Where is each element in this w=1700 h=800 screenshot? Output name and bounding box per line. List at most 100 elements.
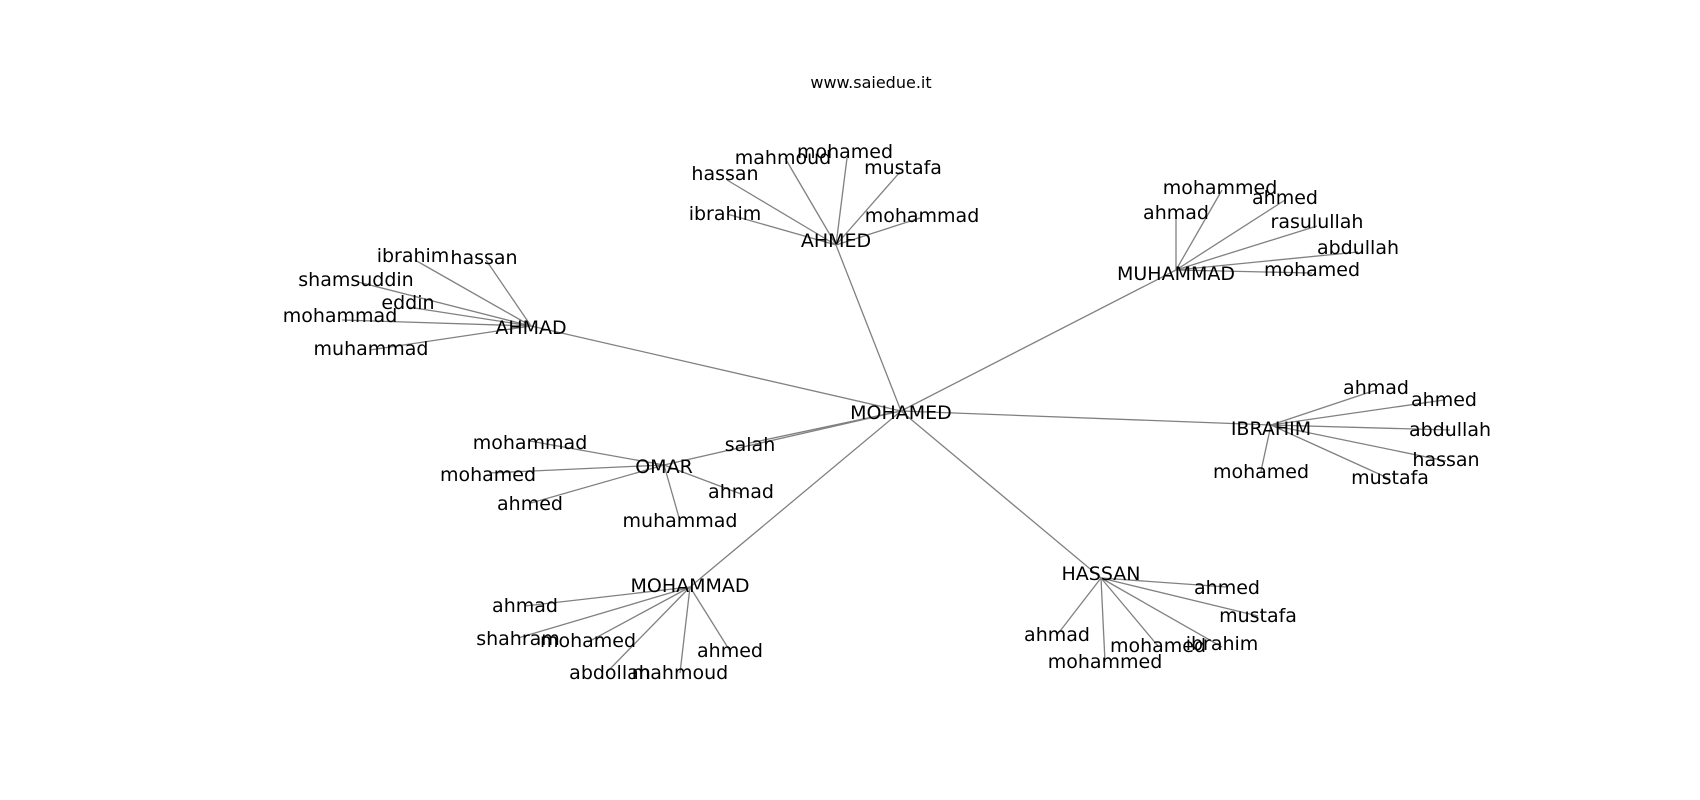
group-node-label: HASSAN (1062, 563, 1141, 585)
edge-g6-leaf (679, 586, 691, 674)
leaf-node-label: ahmed (697, 640, 763, 662)
leaf-node-label: ahmad (708, 481, 774, 503)
edge-g6-leaf (524, 586, 691, 607)
leaf-node-label: mohamed (1264, 259, 1360, 281)
edge-g6-leaf (517, 586, 691, 639)
leaf-node-label: hassan (691, 163, 758, 185)
edge-g2-leaf (1175, 225, 1318, 271)
edge-g6-leaf (587, 586, 691, 643)
leaf-node-label: abdullah (1317, 237, 1399, 259)
edge-g1-leaf (784, 157, 837, 246)
edge-root-g7 (900, 410, 1102, 579)
leaf-node-label: muhammad (314, 338, 429, 360)
edge-g4-leaf (1270, 389, 1377, 426)
edge-g3-leaf (407, 306, 532, 327)
edge-g7-leaf (1056, 577, 1102, 636)
edge-g6-leaf (605, 586, 691, 674)
edge-g4-leaf (1270, 424, 1447, 462)
group-node-label: MOHAMMAD (630, 575, 749, 597)
leaf-node-label: hassan (1412, 449, 1479, 471)
leaf-node-label: ahmed (1411, 389, 1477, 411)
leaf-node-label: ahmed (1194, 577, 1260, 599)
root-node-label: MOHAMED (850, 402, 952, 424)
edge-root-g2 (900, 269, 1177, 412)
leaf-node-label: ibrahim (377, 245, 450, 267)
group-node-label: AHMAD (495, 317, 566, 339)
edge-g5-leaf (529, 440, 665, 466)
leaf-node-label: mustafa (1351, 467, 1429, 489)
leaf-node-label: ahmed (497, 493, 563, 515)
leaf-node-label: mohammed (1048, 651, 1163, 673)
leaf-node-label: ahmad (1143, 202, 1209, 224)
edge-g7-leaf (1100, 577, 1223, 648)
edge-g2-leaf (1175, 199, 1286, 271)
edge-root-g5 (663, 410, 902, 466)
group-node-label: MUHAMMAD (1117, 263, 1235, 285)
group-node-label: OMAR (635, 456, 693, 478)
leaf-node-label: mohammad (283, 305, 398, 327)
leaf-node-label: mahmoud (632, 662, 728, 684)
leaf-node-label: mohamed (440, 464, 536, 486)
leaf-node-label: ahmad (1024, 624, 1090, 646)
leaf-node-label: mohammed (1163, 177, 1278, 199)
leaf-node-label: mohamed (540, 630, 636, 652)
leaf-node-label: ahmed (1252, 187, 1318, 209)
edge-g5-leaf (663, 464, 681, 522)
leaf-node-label: mohammad (865, 205, 980, 227)
leaf-node-label: mahmoud (735, 147, 831, 169)
leaf-node-label: ahmad (492, 595, 558, 617)
edge-g1-leaf (835, 157, 848, 246)
edge-g3-leaf (369, 325, 532, 351)
leaf-node-label: abdullah (1409, 419, 1491, 441)
edge-g4-leaf (1270, 424, 1391, 480)
edge-g2-leaf (1175, 269, 1313, 274)
leaf-node-label: eddin (381, 292, 434, 314)
edge-g5-leaf (530, 464, 665, 504)
edge-g5-leaf (663, 464, 742, 495)
leaf-node-label: mohamed (1213, 461, 1309, 483)
leaf-node-label: mohamed (797, 141, 893, 163)
edge-layer (341, 157, 1451, 674)
edge-g1-leaf (726, 179, 837, 246)
edge-g1-leaf (726, 213, 837, 246)
edge-g3-leaf (414, 259, 532, 327)
edge-g5-leaf (488, 464, 665, 474)
edge-root-g6 (689, 410, 902, 588)
leaf-node-label: shamsuddin (298, 269, 413, 291)
leaf-node-label: mohamed (1110, 635, 1206, 657)
leaf-node-label: rasulullah (1271, 211, 1364, 233)
edge-root-g3 (530, 325, 902, 412)
group-node-label: IBRAHIM (1231, 418, 1311, 440)
edge-g4-leaf (1270, 424, 1451, 431)
edge-g7-leaf (1100, 577, 1159, 647)
leaf-node-label: abdollah (569, 662, 651, 684)
leaf-node-label: salah (725, 434, 776, 456)
edge-g6-leaf (689, 586, 731, 652)
leaf-node-label: shahram (476, 628, 560, 650)
leaf-node-label: muhammad (623, 510, 738, 532)
leaf-node-label: ahmad (1343, 377, 1409, 399)
edge-g2-leaf (1175, 251, 1359, 271)
edge-g2-leaf (1175, 189, 1223, 271)
edge-g7-leaf (1100, 577, 1228, 588)
group-node-label: AHMED (801, 230, 871, 252)
edge-root-g1 (835, 244, 902, 412)
edge-g1-leaf (835, 171, 901, 246)
leaf-node-label: mohammad (473, 432, 588, 454)
edge-g7-leaf (1100, 577, 1106, 663)
edge-g1-leaf (835, 217, 921, 246)
edge-g7-leaf (1100, 577, 1259, 617)
edge-root-g4 (900, 410, 1272, 426)
header-text: www.saiedue.it (810, 73, 931, 92)
edge-g3-leaf (485, 259, 532, 327)
edge-g3-leaf (357, 281, 532, 327)
edge-g3-leaf (341, 319, 532, 327)
edge-g4-leaf (1260, 424, 1272, 472)
leaf-node-label: ibrahim (1186, 633, 1259, 655)
leaf-node-label: ibrahim (689, 203, 762, 225)
edge-g4-leaf (1270, 399, 1445, 426)
leaf-node-label: hassan (450, 247, 517, 269)
leaf-node-label: mustafa (864, 157, 942, 179)
